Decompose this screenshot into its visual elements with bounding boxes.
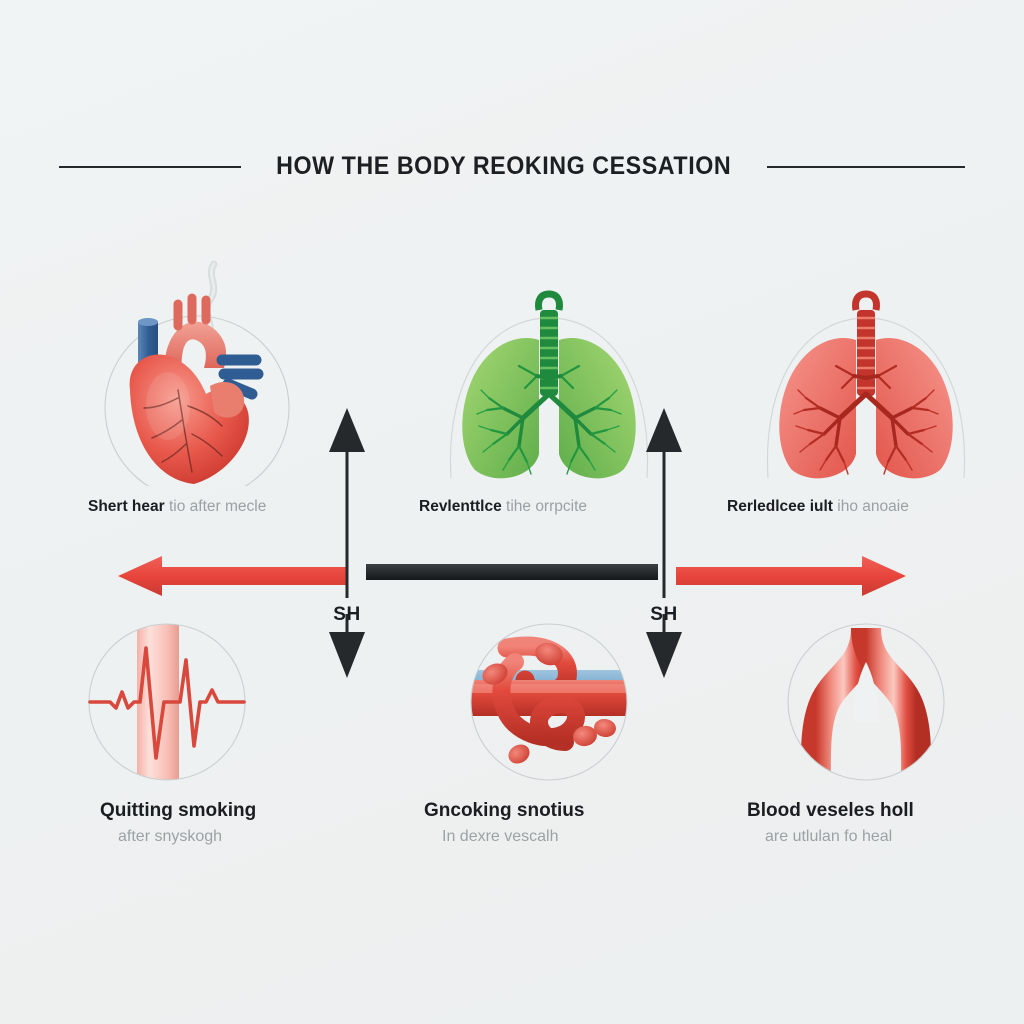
caption-green-lungs-soft: tihe orrpcite [506, 498, 587, 515]
caption-blood-vessels: Blood veseles holl are utlulan fo heal [747, 798, 1024, 847]
panel-branching-vessel [716, 618, 1016, 786]
center-bar [366, 562, 658, 582]
branching-vessel-illustration [716, 618, 1016, 786]
panel-green-lungs [399, 248, 699, 486]
heart-illustration [82, 248, 382, 501]
title-row: HOW THE BODY REOKING CESSATION [0, 152, 1024, 181]
sh-label-left: SH [333, 604, 361, 625]
horizontal-arrow-band [0, 552, 1024, 600]
caption-red-lungs-soft: iho anoaie [837, 498, 909, 515]
caption-red-lungs-strong: Rerledlcee iult [727, 498, 833, 515]
panel-red-lungs [716, 248, 1016, 486]
caption-blood-vessels-soft: are utlulan fo heal [765, 828, 893, 846]
panel-ecg [82, 618, 382, 786]
ecg-illustration [82, 618, 382, 786]
title-rule-right [766, 165, 965, 168]
vessel-knot-illustration [399, 618, 699, 786]
vertical-arrow-right: SH [634, 408, 694, 678]
caption-vessel-knot-strong: Gncoking snotius [424, 800, 585, 821]
panel-vessel-knot [399, 618, 699, 786]
caption-red-lungs: Rerledlcee iult iho anoaie [727, 497, 1024, 517]
caption-blood-vessels-strong: Blood veseles holl [747, 800, 914, 821]
caption-vessel-knot: Gncoking snotius In dexre vescalh [424, 798, 724, 847]
page-title: HOW THE BODY REOKING CESSATION [276, 152, 732, 180]
caption-heart: Shert hear tio after mecle [88, 497, 388, 517]
caption-green-lungs: Revlenttlce tihe orrpcite [419, 497, 719, 517]
left-arrow [118, 556, 348, 596]
sh-label-right: SH [650, 604, 678, 625]
caption-heart-strong: Shert hear [88, 498, 165, 515]
caption-quitting-smoking-soft: after snyskogh [118, 828, 223, 846]
red-lungs-illustration [716, 248, 1016, 486]
caption-quitting-smoking-strong: Quitting smoking [100, 800, 257, 821]
caption-vessel-knot-soft: In dexre vescalh [442, 828, 559, 846]
title-rule-left [59, 165, 242, 168]
caption-quitting-smoking: Quitting smoking after snyskogh [100, 798, 400, 847]
caption-green-lungs-strong: Revlenttlce [419, 498, 502, 515]
green-lungs-illustration [399, 248, 699, 486]
caption-heart-soft: tio after mecle [168, 498, 267, 515]
right-arrow [676, 556, 906, 596]
panel-heart [82, 248, 382, 501]
vertical-arrow-left: SH [317, 408, 377, 678]
